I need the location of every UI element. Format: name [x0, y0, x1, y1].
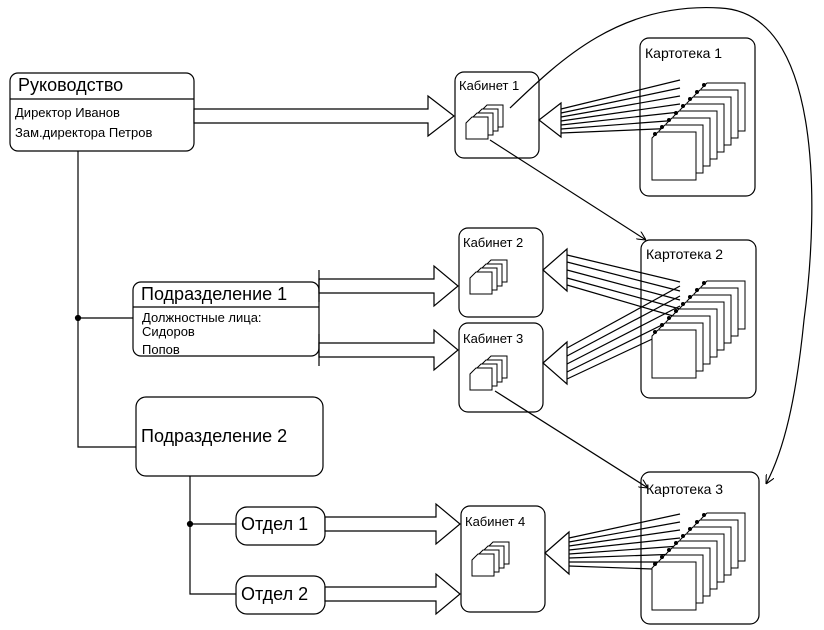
- office-inlet-arrow: [542, 247, 568, 293]
- transfer-arrow: [193, 94, 455, 138]
- division1-title: Подразделение 1: [141, 284, 288, 304]
- office2-label: Кабинет 2: [463, 235, 524, 250]
- card-file-stack-icon: [651, 512, 746, 611]
- transfer-arrow: [318, 264, 459, 308]
- document-stack-icon: [469, 259, 508, 295]
- cardfile1-label: Картотека 1: [645, 45, 723, 61]
- junction-dot: [74, 314, 82, 322]
- department2-label: Отдел 2: [241, 584, 309, 604]
- management-title: Руководство: [18, 75, 124, 95]
- document-stack-icon: [471, 541, 510, 577]
- card-file-stack-icon: [651, 280, 746, 379]
- division1-member: Сидоров: [142, 324, 195, 339]
- division1-box: [132, 281, 320, 357]
- management-member: Зам.директора Петров: [15, 125, 153, 140]
- cardfile2-label: Картотека 2: [646, 246, 724, 262]
- division1-subtitle: Должностные лица:: [142, 310, 262, 325]
- division1-member: Попов: [142, 342, 180, 357]
- office1-label: Кабинет 1: [459, 78, 520, 93]
- office-inlet-arrow: [542, 340, 568, 386]
- division2-box: [135, 396, 324, 477]
- org-tree-line: [77, 150, 236, 595]
- cardfile2-links: [566, 254, 681, 380]
- office3-label: Кабинет 3: [463, 331, 524, 346]
- office-inlet-arrow: [544, 530, 570, 576]
- office-inlet-arrow: [538, 101, 562, 139]
- office4-label: Кабинет 4: [465, 514, 526, 529]
- pointer-arrow: [494, 390, 648, 488]
- cardfile1-links: [560, 79, 681, 134]
- transfer-arrow: [318, 328, 459, 372]
- junction-dot: [186, 520, 194, 528]
- document-stack-icon: [465, 104, 504, 140]
- card-file-stack-icon: [651, 82, 746, 181]
- cardfile3-label: Картотека 3: [646, 481, 724, 497]
- transfer-arrow: [324, 572, 461, 616]
- management-member: Директор Иванов: [15, 105, 120, 120]
- transfer-arrow: [324, 502, 461, 546]
- pointer-arrow: [489, 139, 646, 240]
- division2-title: Подразделение 2: [141, 426, 288, 446]
- department1-label: Отдел 1: [241, 514, 309, 534]
- pointer-arrow-curve: [509, 7, 813, 484]
- document-stack-icon: [469, 355, 508, 391]
